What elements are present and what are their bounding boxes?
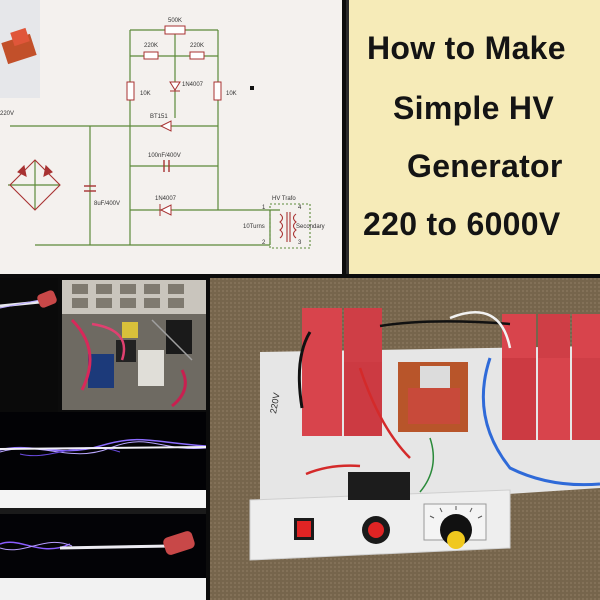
label-r10k-left: 10K — [140, 91, 151, 97]
label-primary: 10Turns — [243, 224, 265, 230]
label-diode-bottom: 1N4007 — [155, 196, 177, 202]
title-line-1: How to Make — [367, 30, 566, 66]
relay — [348, 472, 410, 500]
label-film-cap: 100nF/400V — [148, 153, 181, 159]
breadboard-scene — [62, 280, 206, 410]
hv-transformer-photo — [408, 388, 460, 424]
potentiometer — [164, 25, 186, 35]
title-line-2: Simple HV — [393, 90, 554, 126]
label-input: 220V — [0, 111, 14, 117]
power-switch-rocker[interactable] — [297, 521, 311, 537]
device-photo: 220V — [210, 278, 600, 600]
label-r-right: 220K — [190, 43, 204, 49]
label-pin-2: 2 — [262, 240, 266, 246]
capacitor-bank-left — [302, 308, 382, 436]
capacitor-bank-right — [502, 314, 600, 440]
label-pin-3: 3 — [298, 240, 302, 246]
label-pot: 500K — [168, 18, 182, 24]
scr-symbol — [159, 120, 172, 132]
junction-dot — [250, 86, 254, 90]
spark-photo-middle — [0, 412, 206, 508]
spark-arc-bottom — [0, 508, 206, 600]
dial-knob-cap[interactable] — [447, 531, 465, 549]
schematic-panel: 500K 220K 220K 10K 10K 1N4007 BT151 100n… — [0, 0, 342, 274]
label-r10k-right: 10K — [226, 91, 237, 97]
label-diode-top: 1N4007 — [182, 82, 204, 88]
circuit-photo — [62, 280, 206, 410]
label-secondary: Secondary — [296, 224, 325, 230]
spark-arc-top — [0, 278, 58, 412]
title-line-3: Generator — [407, 148, 563, 184]
thumbnail-capacitor — [10, 27, 30, 47]
hv-generator-device: 220V — [210, 278, 600, 600]
resistor-220k-left — [143, 51, 159, 60]
resistor-10k-right — [213, 81, 222, 101]
label-pin-4: 4 — [298, 205, 302, 211]
resistor-10k-left — [126, 81, 135, 101]
label-transformer: HV Trafo — [272, 196, 296, 202]
scr-heatsink — [420, 366, 450, 388]
label-pin-1: 1 — [262, 205, 266, 211]
label-bulk-cap: 8uF/400V — [94, 201, 120, 207]
push-button[interactable] — [368, 522, 384, 538]
spark-arc-middle — [0, 412, 206, 508]
input-voltage-marking: 220V — [268, 392, 282, 414]
resistor-220k-right — [189, 51, 205, 60]
title-line-4: 220 to 6000V — [363, 206, 561, 242]
bridge-rectifier — [9, 159, 61, 211]
label-r-left: 220K — [144, 43, 158, 49]
label-scr: BT151 — [150, 114, 168, 120]
spark-photo-top — [0, 278, 58, 412]
diode-bottom — [159, 204, 172, 216]
title-card: How to Make Simple HV Generator 220 to 6… — [346, 0, 600, 274]
schematic-wires — [8, 29, 280, 246]
hv-transformer — [269, 203, 311, 249]
bulk-capacitor — [84, 185, 96, 192]
spark-photo-bottom — [0, 508, 206, 600]
film-capacitor — [163, 160, 170, 172]
circuit-schematic: 500K 220K 220K 10K 10K 1N4007 BT151 100n… — [0, 0, 325, 249]
diode-top — [169, 81, 181, 91]
